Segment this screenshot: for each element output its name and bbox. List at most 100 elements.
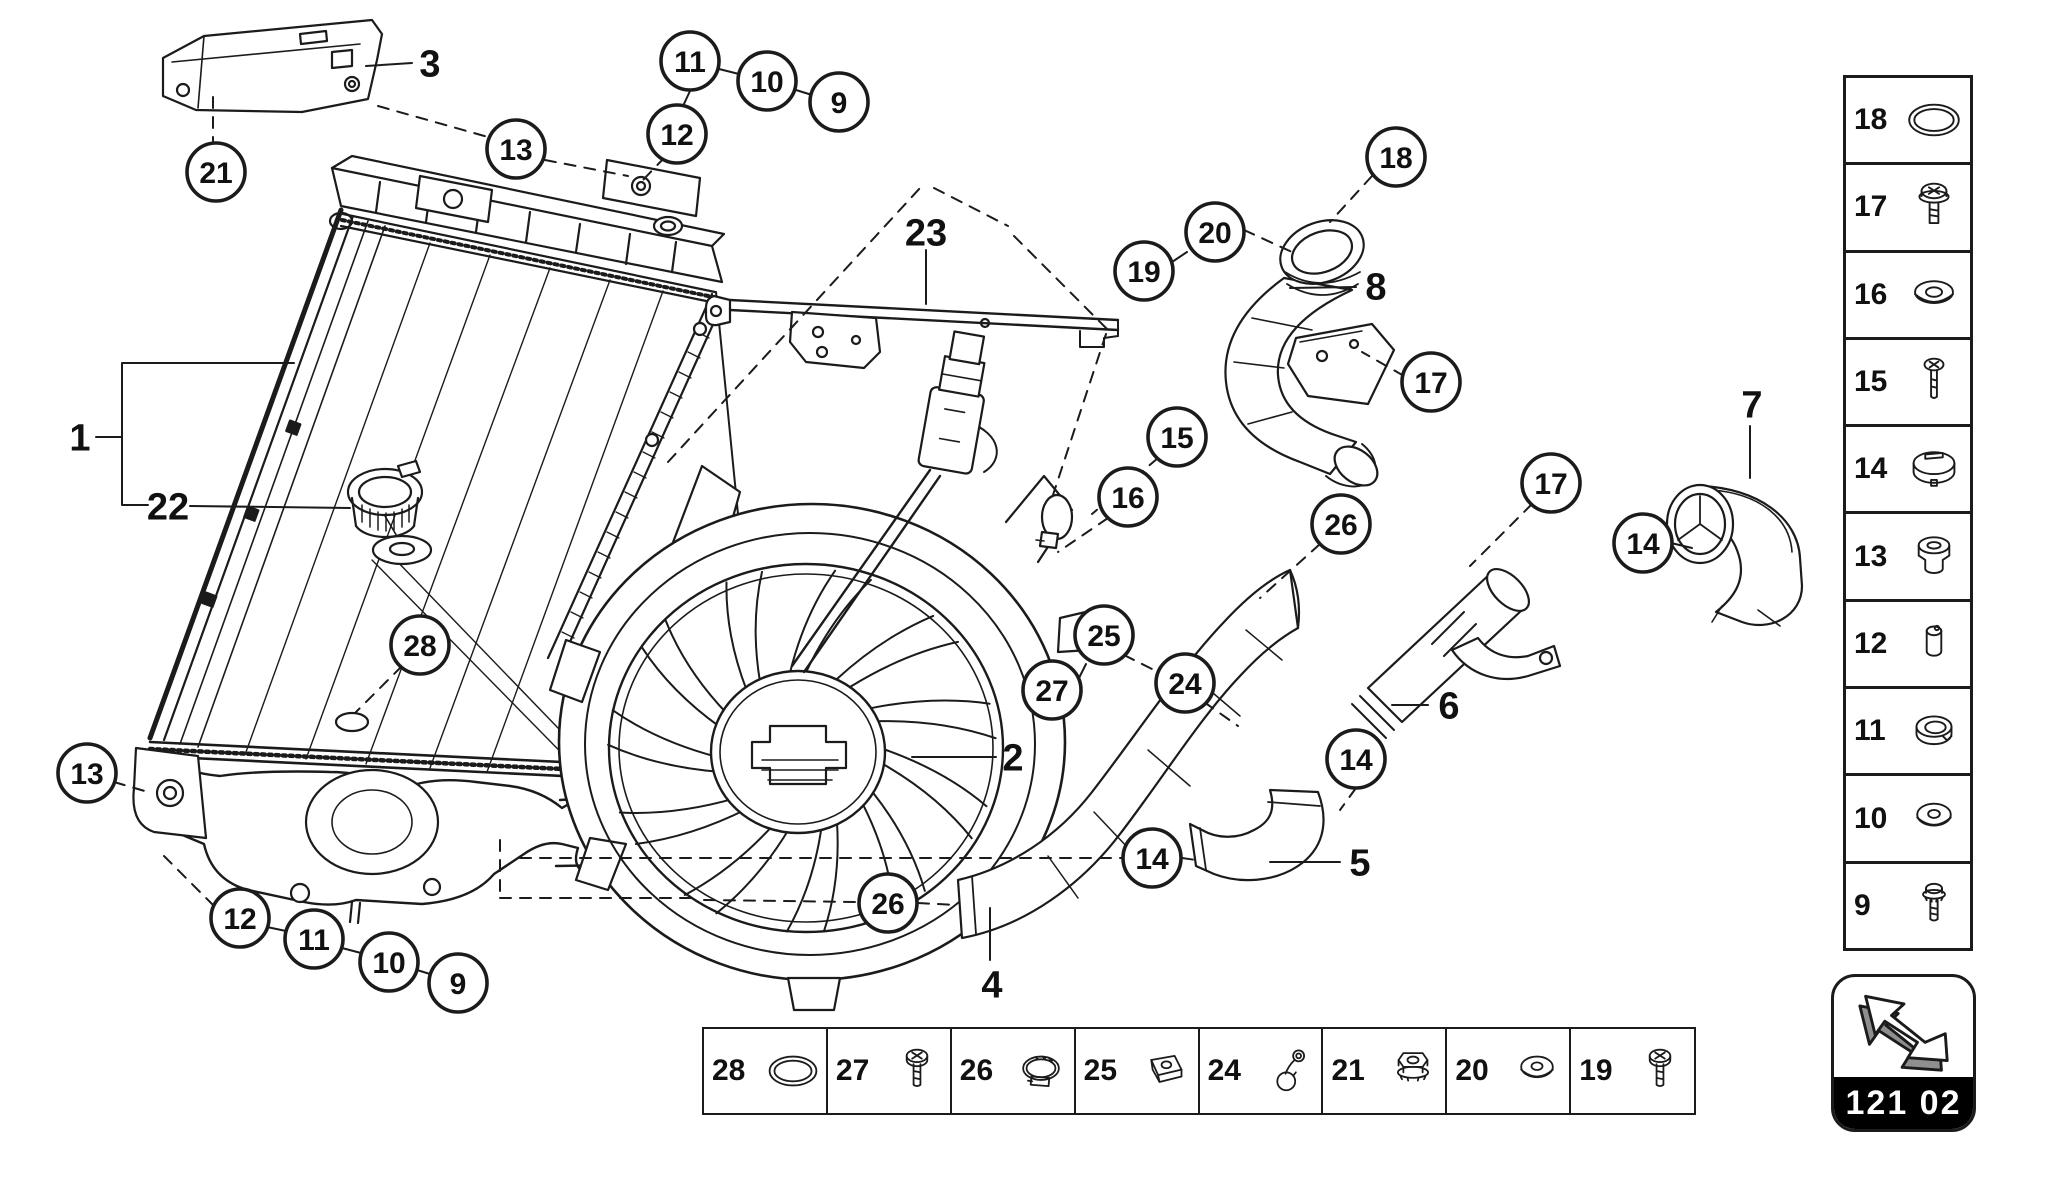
sidebar-item-14[interactable]: 14 — [1846, 427, 1970, 515]
callout-14[interactable]: 14 — [1612, 512, 1674, 574]
sidebar-item-number: 12 — [1854, 626, 1888, 660]
washer-grommet-icon — [1916, 802, 1952, 827]
svg-text:14: 14 — [1339, 744, 1373, 777]
callout-17[interactable]: 17 — [1400, 351, 1462, 413]
hose-8 — [1224, 219, 1396, 488]
legend-item-20[interactable]: 20 — [1445, 1027, 1572, 1115]
clip-nut-icon — [1150, 1054, 1183, 1083]
page-code: 121 02 — [1834, 1077, 1973, 1129]
legend-item-21[interactable]: 21 — [1321, 1027, 1448, 1115]
dashed-lines — [113, 96, 1533, 907]
part-label-2[interactable]: 2 — [1002, 738, 1023, 780]
callout-10[interactable]: 10 — [736, 50, 798, 112]
sidebar-item-number: 10 — [1854, 801, 1888, 835]
sidebar-item-icon — [1898, 870, 1970, 942]
svg-text:28: 28 — [403, 630, 436, 663]
callout-14[interactable]: 14 — [1121, 827, 1183, 889]
callout-19[interactable]: 19 — [1113, 240, 1175, 302]
legend-item-19[interactable]: 19 — [1569, 1027, 1696, 1115]
part-label-23[interactable]: 23 — [905, 213, 947, 255]
callout-12[interactable]: 12 — [209, 887, 271, 949]
sidebar-item-icon — [1898, 171, 1970, 243]
sidebar-item-13[interactable]: 13 — [1846, 514, 1970, 602]
legend-item-number: 26 — [959, 1054, 994, 1087]
callout-18[interactable]: 18 — [1365, 126, 1427, 188]
sidebar-item-15[interactable]: 15 — [1846, 339, 1970, 428]
clamp-ring-icon — [1912, 451, 1956, 488]
svg-text:24: 24 — [1168, 668, 1202, 701]
callout-17[interactable]: 17 — [1520, 452, 1582, 514]
callout-13[interactable]: 13 — [56, 742, 118, 804]
legend-item-icon — [1503, 1036, 1569, 1106]
legend-item-26[interactable]: 26 — [949, 1027, 1077, 1115]
callout-21[interactable]: 21 — [185, 141, 247, 203]
callout-26[interactable]: 26 — [1310, 493, 1372, 555]
svg-text:17: 17 — [1534, 468, 1567, 501]
washer-grommet-icon — [1519, 1055, 1554, 1079]
part-label-6[interactable]: 6 — [1438, 686, 1459, 728]
sidebar-item-number: 9 — [1854, 888, 1871, 922]
sidebar-item-10[interactable]: 10 — [1846, 776, 1970, 864]
sidebar-item-12[interactable]: 12 — [1846, 601, 1970, 690]
legend-item-27[interactable]: 27 — [825, 1027, 953, 1115]
sidebar-item-icon — [1898, 84, 1970, 156]
callout-15[interactable]: 15 — [1146, 406, 1208, 468]
part-label-3[interactable]: 3 — [419, 44, 440, 86]
callout-16[interactable]: 16 — [1097, 466, 1159, 528]
sidebar-item-number: 18 — [1854, 103, 1888, 137]
sidebar-item-11[interactable]: 11 — [1846, 689, 1970, 777]
ring-bush-icon — [1915, 715, 1953, 746]
legend-item-icon — [1256, 1036, 1322, 1106]
callout-12[interactable]: 12 — [646, 103, 708, 165]
callout-20[interactable]: 20 — [1184, 201, 1246, 263]
callout-11[interactable]: 11 — [283, 908, 345, 970]
arrow-up-left-icon — [1834, 977, 1973, 1077]
part-label-22[interactable]: 22 — [147, 487, 189, 529]
svg-text:11: 11 — [674, 46, 706, 79]
part-label-8[interactable]: 8 — [1365, 267, 1386, 309]
callout-14[interactable]: 14 — [1325, 728, 1387, 790]
legend-item-icon — [1627, 1036, 1693, 1106]
sidebar-item-16[interactable]: 16 — [1846, 252, 1970, 340]
grommet-icon — [1917, 535, 1951, 574]
legend-item-number: 19 — [1579, 1054, 1613, 1087]
screw-washer-icon — [1918, 183, 1950, 225]
sidebar-item-number: 13 — [1854, 539, 1888, 573]
part-label-7[interactable]: 7 — [1741, 385, 1762, 427]
o-ring-icon — [1908, 103, 1960, 137]
callout-10[interactable]: 10 — [358, 931, 420, 993]
sidebar-item-9[interactable]: 9 — [1846, 863, 1970, 948]
svg-text:15: 15 — [1160, 422, 1193, 455]
sidebar-item-number: 16 — [1854, 277, 1888, 311]
legend-item-25[interactable]: 25 — [1073, 1027, 1201, 1115]
page-code-badge[interactable]: 121 02 — [1831, 974, 1976, 1132]
sidebar-item-17[interactable]: 17 — [1846, 165, 1970, 253]
hose-4 — [956, 568, 1301, 940]
callout-11[interactable]: 11 — [659, 30, 721, 92]
callout-24[interactable]: 24 — [1154, 652, 1216, 714]
washer-icon — [1914, 279, 1954, 304]
legend-item-28[interactable]: 28 — [702, 1027, 829, 1115]
callout-27[interactable]: 27 — [1021, 659, 1083, 721]
hardware-sidebar: 18 17 16 15 14 13 12 11 10 9 — [1843, 75, 1973, 951]
part-label-1[interactable]: 1 — [69, 418, 90, 460]
svg-text:12: 12 — [223, 903, 256, 936]
fan-blades — [607, 569, 997, 933]
svg-text:14: 14 — [1626, 528, 1660, 561]
callout-9[interactable]: 9 — [427, 952, 489, 1014]
callout-25[interactable]: 25 — [1073, 604, 1135, 666]
part-label-4[interactable]: 4 — [981, 965, 1002, 1007]
callout-26[interactable]: 26 — [857, 872, 919, 934]
callout-9[interactable]: 9 — [808, 71, 870, 133]
cross-bracket-23 — [704, 294, 1120, 370]
legend-item-icon — [1379, 1036, 1445, 1106]
callout-13[interactable]: 13 — [485, 118, 547, 180]
legend-item-number: 20 — [1455, 1054, 1489, 1087]
sidebar-item-18[interactable]: 18 — [1846, 78, 1970, 166]
callout-28[interactable]: 28 — [389, 614, 451, 676]
small-clamp — [1035, 493, 1074, 550]
legend-item-24[interactable]: 24 — [1197, 1027, 1324, 1115]
screw-pan-icon — [905, 1048, 929, 1088]
sidebar-item-number: 14 — [1854, 452, 1888, 486]
part-label-5[interactable]: 5 — [1349, 843, 1370, 885]
